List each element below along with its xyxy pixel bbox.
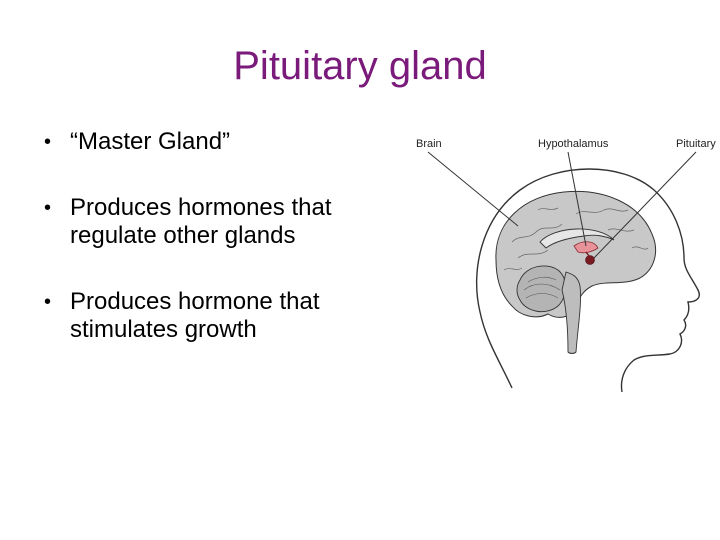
bullet-text: Produces hormones that regulate other gl…	[70, 194, 332, 249]
bullet-item: • Produces hormones that regulate other g…	[42, 194, 382, 250]
bullet-dot-icon: •	[44, 131, 52, 153]
pituitary-shape	[585, 255, 595, 265]
label-hypothalamus: Hypothalamus	[538, 138, 609, 150]
bullet-text: Produces hormone that stimulates growth	[70, 288, 320, 343]
bullet-dot-icon: •	[44, 197, 52, 219]
cerebellum-shape	[516, 265, 566, 313]
hypothalamus-shape	[573, 241, 599, 254]
bullet-item: • Produces hormone that stimulates growth	[42, 288, 382, 344]
brain-diagram-svg: Brain Hypothalamus Pituitary	[416, 138, 716, 393]
pointer-line-hypothalamus	[567, 151, 587, 247]
bullet-list: • “Master Gland” • Produces hormones that …	[42, 128, 382, 382]
brain-diagram: Brain Hypothalamus Pituitary	[408, 130, 720, 395]
bullet-item: • “Master Gland”	[42, 128, 382, 156]
cerebellum-folds	[523, 276, 561, 299]
label-brain: Brain	[416, 138, 442, 150]
pointer-line-brain	[427, 151, 519, 227]
corpus-callosum	[539, 228, 615, 249]
pituitary-stalk	[585, 251, 590, 257]
slide-title: Pituitary gland	[233, 44, 487, 88]
brainstem	[561, 271, 581, 354]
bullet-dot-icon: •	[44, 291, 52, 313]
label-pituitary: Pituitary	[676, 138, 716, 150]
bullet-text: “Master Gland”	[70, 128, 231, 155]
head-outline	[475, 168, 700, 393]
pointer-line-pituitary	[593, 151, 697, 259]
